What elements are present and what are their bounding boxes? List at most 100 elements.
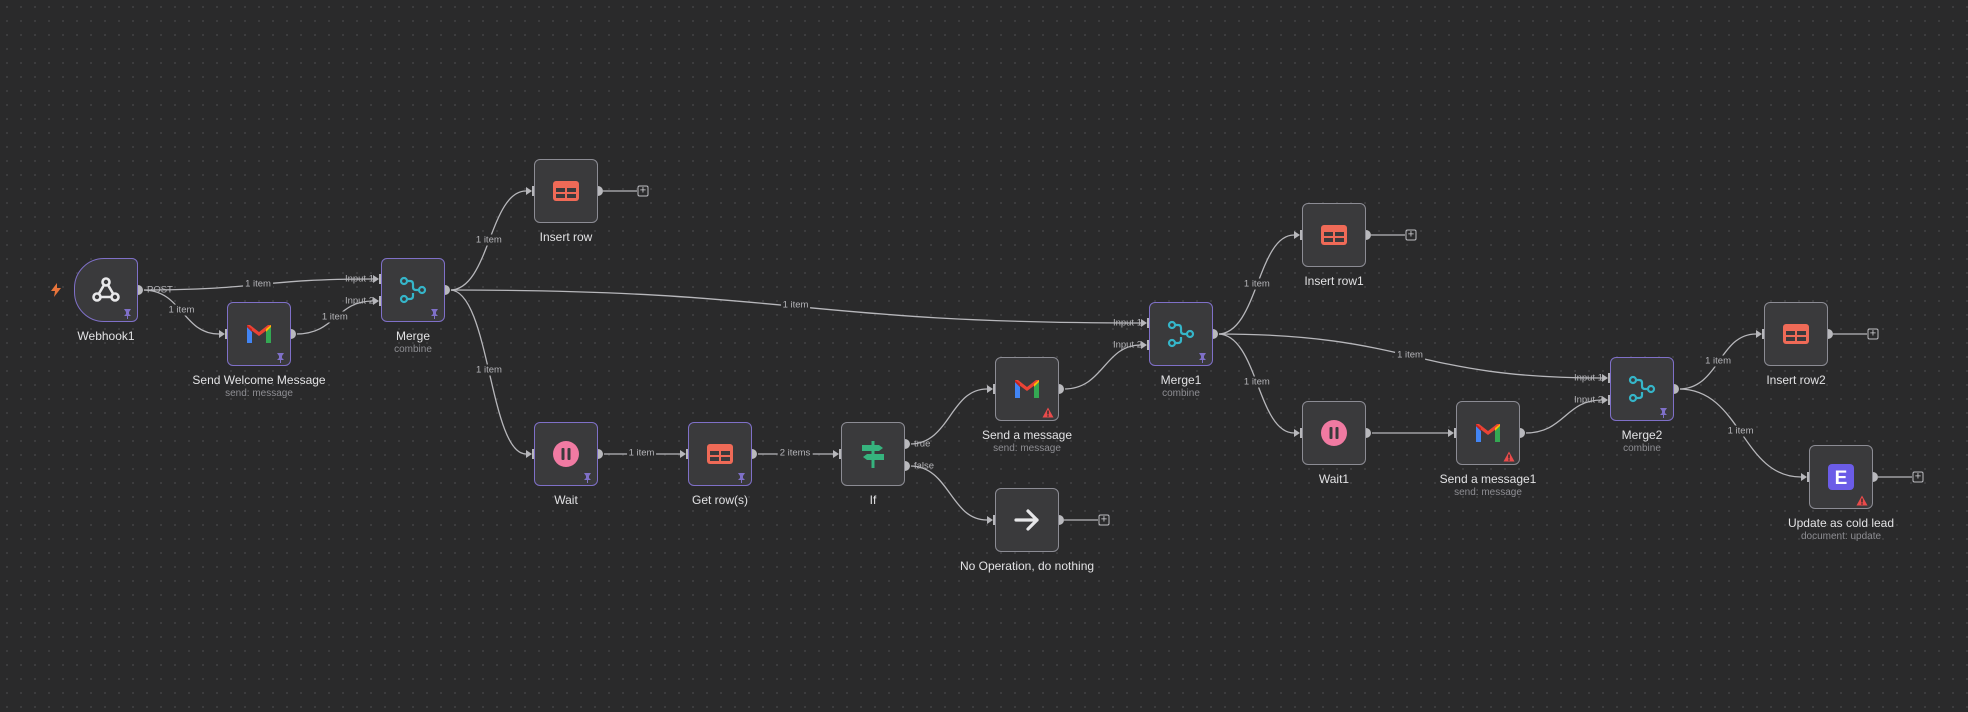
arrow-head	[1294, 429, 1300, 437]
node-subtitle: send: message	[1454, 487, 1522, 498]
port-label-input2: Input 2	[1573, 394, 1603, 406]
input-handle[interactable]	[1454, 428, 1457, 438]
signpost-icon	[857, 438, 889, 470]
edge-item-count: 1 item	[1725, 425, 1756, 437]
warning-icon	[1503, 449, 1515, 462]
node-merge1[interactable]	[1149, 302, 1213, 366]
connection-if-noop[interactable]	[909, 465, 988, 521]
node-wait[interactable]	[534, 422, 598, 486]
node-insert-row1[interactable]	[1302, 203, 1366, 267]
input-handle[interactable]	[532, 186, 535, 196]
arrow-head	[526, 187, 532, 195]
node-if[interactable]	[841, 422, 905, 486]
node-subtitle: send: message	[993, 443, 1061, 454]
add-node-button[interactable]: +	[1405, 229, 1417, 241]
node-label: Webhook1	[77, 329, 135, 343]
node-merge2[interactable]	[1610, 357, 1674, 421]
connection-send_a_message1-merge2[interactable]	[1524, 399, 1603, 434]
input-handle[interactable]	[532, 449, 535, 459]
node-merge[interactable]	[381, 258, 445, 322]
add-node-button[interactable]: +	[1867, 328, 1879, 340]
input-handle[interactable]	[1147, 318, 1150, 328]
node-wait1[interactable]	[1302, 401, 1366, 465]
arrow-head	[680, 450, 686, 458]
arrow-head	[987, 516, 993, 524]
connection-send_a_message-merge1[interactable]	[1063, 344, 1142, 390]
edge-item-count: 1 item	[473, 234, 504, 246]
arrow-right-icon	[1011, 504, 1043, 536]
input-handle[interactable]	[1608, 373, 1611, 383]
arrow-head	[987, 385, 993, 393]
node-label: Merge2	[1621, 428, 1663, 442]
node-label: Send a message	[981, 428, 1073, 442]
arrow-head	[1141, 319, 1147, 327]
node-send-a-message1[interactable]	[1456, 401, 1520, 465]
pin-icon	[1659, 405, 1668, 418]
pin-icon	[1198, 350, 1207, 363]
pin-icon	[737, 470, 746, 483]
input-handle[interactable]	[1762, 329, 1765, 339]
connection-if-send_a_message[interactable]	[909, 388, 988, 445]
svg-text:E: E	[1835, 468, 1848, 489]
input-handle[interactable]	[993, 515, 996, 525]
add-node-button[interactable]: +	[1912, 471, 1924, 483]
arrow-head	[526, 450, 532, 458]
node-subtitle: combine	[1162, 388, 1200, 399]
pause-icon	[1318, 417, 1350, 449]
merge-icon	[1165, 318, 1197, 350]
arrow-head	[1602, 396, 1608, 404]
node-label: Send a message1	[1439, 472, 1537, 486]
table-icon	[550, 175, 582, 207]
input-handle[interactable]	[993, 384, 996, 394]
input-handle[interactable]	[379, 296, 382, 306]
node-label: Wait	[554, 493, 578, 507]
node-update-cold-lead[interactable]: E	[1809, 445, 1873, 509]
node-insert-row2[interactable]	[1764, 302, 1828, 366]
edge-item-count: 1 item	[1703, 355, 1733, 367]
node-subtitle: document: update	[1800, 531, 1882, 542]
input-handle[interactable]	[379, 274, 382, 284]
input-handle[interactable]	[1807, 472, 1810, 482]
warning-icon	[1042, 405, 1054, 418]
input-handle[interactable]	[225, 329, 228, 339]
edge-item-count: 1 item	[319, 311, 350, 323]
arrow-head	[833, 450, 839, 458]
edge-item-count: 1 item	[243, 278, 273, 290]
node-label: Wait1	[1318, 472, 1350, 486]
add-node-button[interactable]: +	[1098, 514, 1110, 526]
node-label: Send Welcome Message	[192, 373, 326, 387]
input-handle[interactable]	[686, 449, 689, 459]
port-label-if-false: false	[914, 460, 935, 472]
input-handle[interactable]	[1608, 395, 1611, 405]
node-label: No Operation, do nothing	[959, 559, 1095, 573]
port-label-input1: Input 1	[1112, 317, 1142, 329]
arrow-head	[373, 297, 379, 305]
arrow-head	[1294, 231, 1300, 239]
merge-icon	[1626, 373, 1658, 405]
input-handle[interactable]	[1147, 340, 1150, 350]
node-get-rows[interactable]	[688, 422, 752, 486]
node-insert-row[interactable]	[534, 159, 598, 223]
pin-icon	[123, 306, 132, 319]
input-handle[interactable]	[839, 449, 842, 459]
input-handle[interactable]	[1300, 428, 1303, 438]
pin-icon	[583, 470, 592, 483]
port-label-input1: Input 1	[1573, 372, 1603, 384]
port-label-input1: Input 1	[344, 273, 374, 285]
node-label: Get row(s)	[691, 493, 748, 507]
node-send-a-message[interactable]	[995, 357, 1059, 421]
table-icon	[1780, 318, 1812, 350]
arrow-head	[1801, 473, 1807, 481]
edge-item-count: 1 item	[1241, 278, 1272, 290]
node-label: Insert row	[539, 230, 593, 244]
input-handle[interactable]	[1300, 230, 1303, 240]
add-node-button[interactable]: +	[637, 185, 649, 197]
gmail-icon	[1472, 417, 1504, 449]
pause-icon	[550, 438, 582, 470]
port-label-input2: Input 2	[344, 295, 374, 307]
node-send-welcome[interactable]	[227, 302, 291, 366]
node-noop[interactable]	[995, 488, 1059, 552]
node-webhook1[interactable]	[74, 258, 138, 322]
node-subtitle: send: message	[225, 388, 293, 399]
